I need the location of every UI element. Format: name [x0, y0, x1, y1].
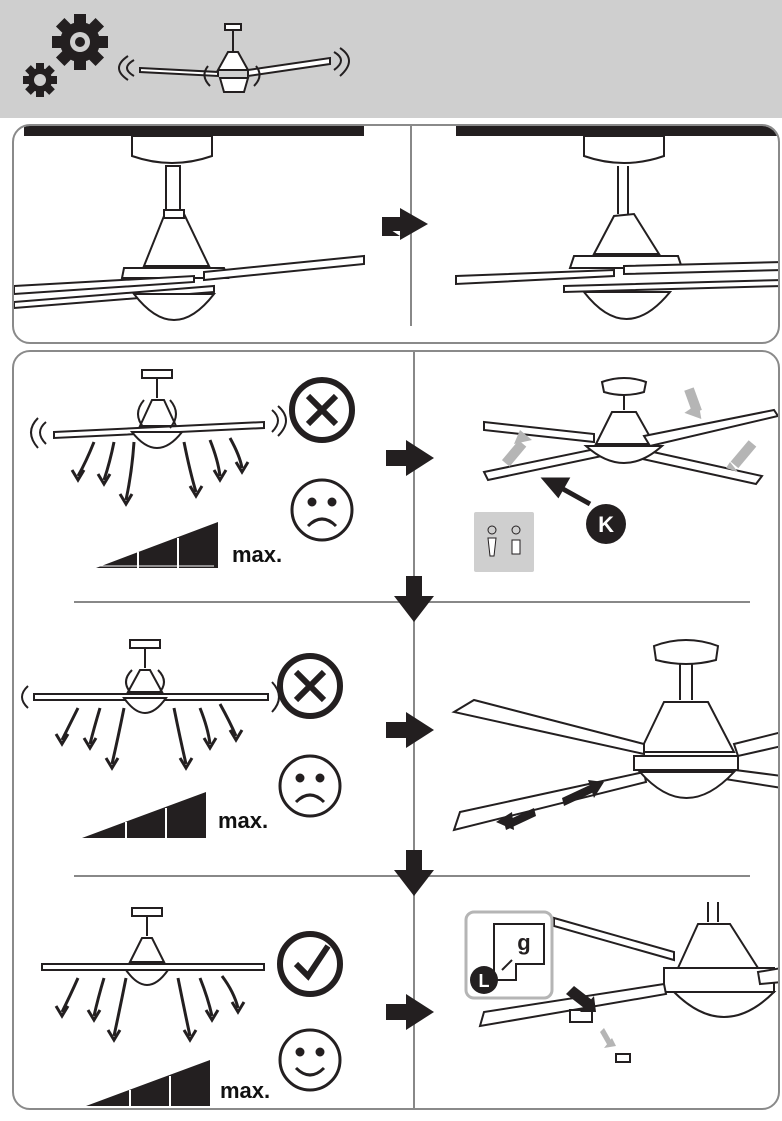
callout-l-box: g L [464, 910, 554, 1000]
l-label: L [479, 971, 490, 991]
happy-face-icon [278, 1028, 342, 1092]
step1-illustration [14, 126, 778, 326]
arrow-right-icon [386, 440, 434, 476]
header-band [0, 0, 782, 118]
max-label-row3: max. [220, 1078, 271, 1103]
arrow-down-icon [394, 576, 434, 622]
g-label: g [517, 930, 530, 955]
gear-icon [23, 63, 57, 97]
header-illustration [23, 14, 350, 97]
arrow-right-icon [386, 994, 434, 1030]
panel-step-1 [12, 124, 780, 344]
cross-circle-icon [289, 377, 355, 443]
panel-steps-2-4: K [12, 350, 780, 1110]
arrow-right-icon [382, 208, 428, 240]
gear-icon [52, 14, 108, 70]
cross-circle-icon [277, 653, 343, 719]
arrow-right-icon [386, 712, 434, 748]
callout-k: K [586, 504, 626, 544]
tool-icon [474, 512, 534, 572]
speed-ramp-icon [86, 1060, 210, 1106]
steps-illustration: K [21, 352, 778, 1108]
k-label: K [598, 512, 614, 537]
arrow-down-icon [394, 850, 434, 896]
check-circle-icon [277, 931, 343, 997]
sad-face-icon [290, 478, 354, 542]
max-label-row1: max. [232, 542, 283, 567]
max-label-row2: max. [218, 808, 269, 833]
sad-face-icon [278, 754, 342, 818]
speed-ramp-icon [82, 792, 206, 838]
fan-icon [118, 23, 350, 93]
speed-ramp-icon [96, 522, 218, 568]
